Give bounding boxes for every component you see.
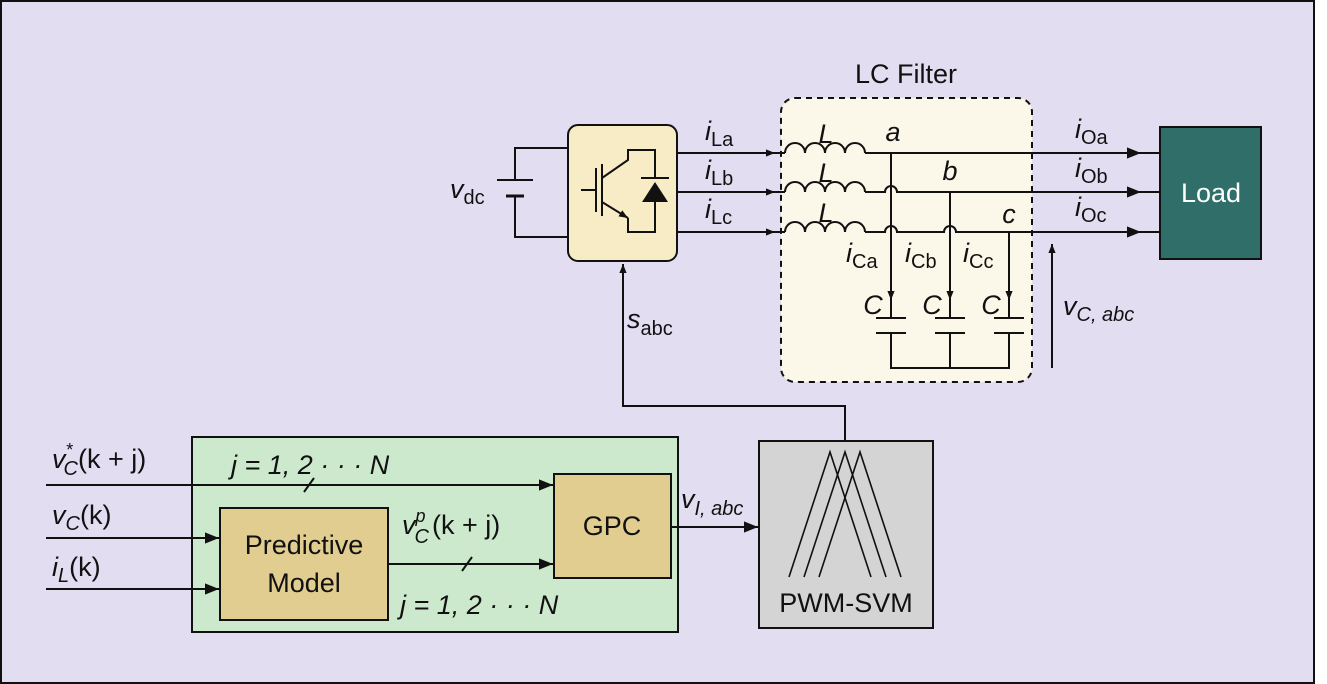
capacitor-label-c: C	[981, 290, 1001, 320]
dc-source	[497, 147, 568, 238]
current-label-oa: iOa	[1075, 114, 1109, 149]
current-label-cb: iCb	[905, 238, 937, 273]
inductor-label-c: L	[818, 198, 833, 228]
switching-signal-path	[619, 264, 846, 441]
cap-voltage-label: vC, abc	[1063, 291, 1134, 326]
current-label-lb: iLb	[705, 155, 733, 190]
diode-triangle	[642, 182, 668, 202]
predictive-model-line1: Predictive	[245, 530, 364, 560]
node-a-label: a	[885, 117, 900, 147]
phase-lines	[677, 142, 1160, 369]
current-label-cc: iCc	[963, 238, 993, 273]
current-label-lc: iLc	[705, 194, 732, 229]
gpc-block	[553, 473, 672, 579]
load-block	[1159, 126, 1262, 260]
measured-current-label: iL(k)	[52, 552, 101, 587]
current-label-ca: iCa	[846, 238, 878, 273]
j-range-bottom: j = 1, 2 · · · N	[396, 590, 559, 620]
pwm-svm-label: PWM-SVM	[779, 588, 912, 618]
capacitor-label-b: C	[922, 290, 942, 320]
capacitor-label-a: C	[863, 290, 883, 320]
j-range-top: j = 1, 2 · · · N	[227, 450, 390, 480]
predictive-model-line2: Model	[267, 568, 341, 598]
inverter-voltage-label: vI, abc	[681, 484, 743, 520]
measured-voltage-label: vC(k)	[52, 500, 111, 535]
load-label: Load	[1181, 178, 1241, 208]
gpc-label: GPC	[583, 511, 642, 541]
inductor-label-a: L	[818, 119, 833, 149]
controller-signal-lines	[46, 477, 758, 595]
current-label-ob: iOb	[1075, 153, 1108, 188]
predictive-model-block	[219, 507, 389, 621]
current-label-la: iLa	[705, 116, 734, 151]
vdc-label: vdc	[450, 174, 485, 209]
inductor-label-b: L	[818, 158, 833, 188]
switching-signal-label: sabc	[627, 304, 673, 340]
node-c-label: c	[1002, 199, 1016, 229]
lc-filter-region	[780, 97, 1033, 383]
lc-filter-title: LC Filter	[855, 59, 957, 89]
pwm-carrier-waveform	[788, 449, 902, 578]
node-b-label: b	[942, 156, 957, 186]
reference-voltage-label: v*C(k + j)	[52, 440, 146, 480]
current-label-oc: iOc	[1075, 192, 1107, 227]
igbt-diode-symbol	[581, 149, 669, 233]
pwm-svm-block	[758, 440, 934, 629]
